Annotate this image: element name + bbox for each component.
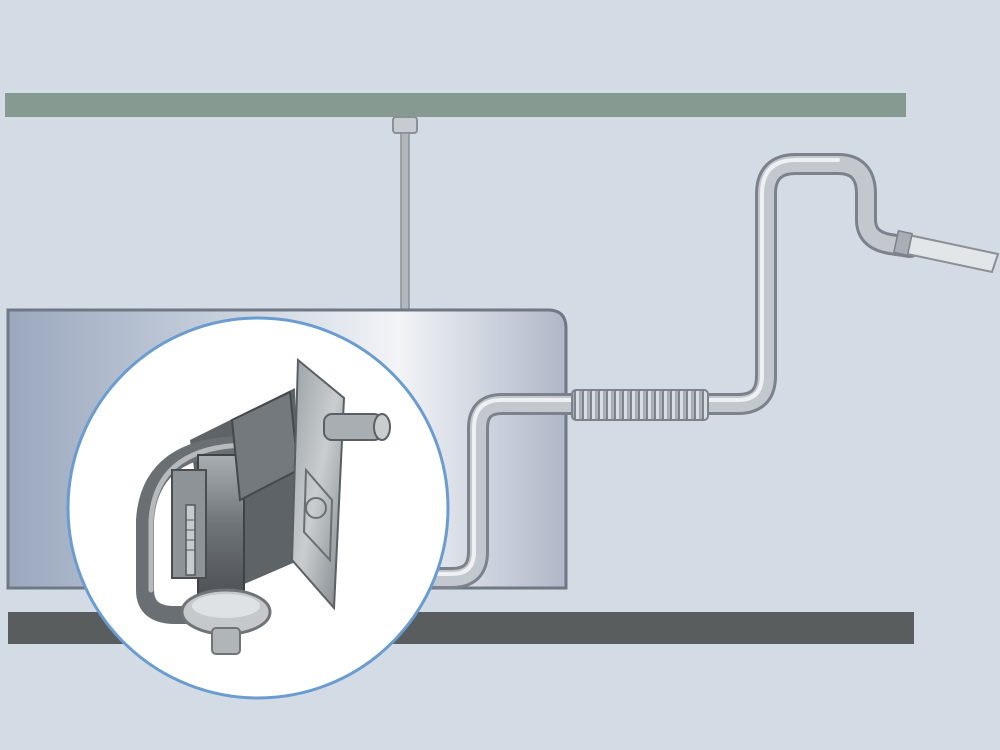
hanger-rod <box>392 116 418 394</box>
detail-magnifier <box>66 316 450 700</box>
cable-end <box>892 229 1000 274</box>
corrugated-section <box>571 389 709 421</box>
ceiling-slab <box>5 93 906 117</box>
mounting-bracket <box>136 357 391 655</box>
